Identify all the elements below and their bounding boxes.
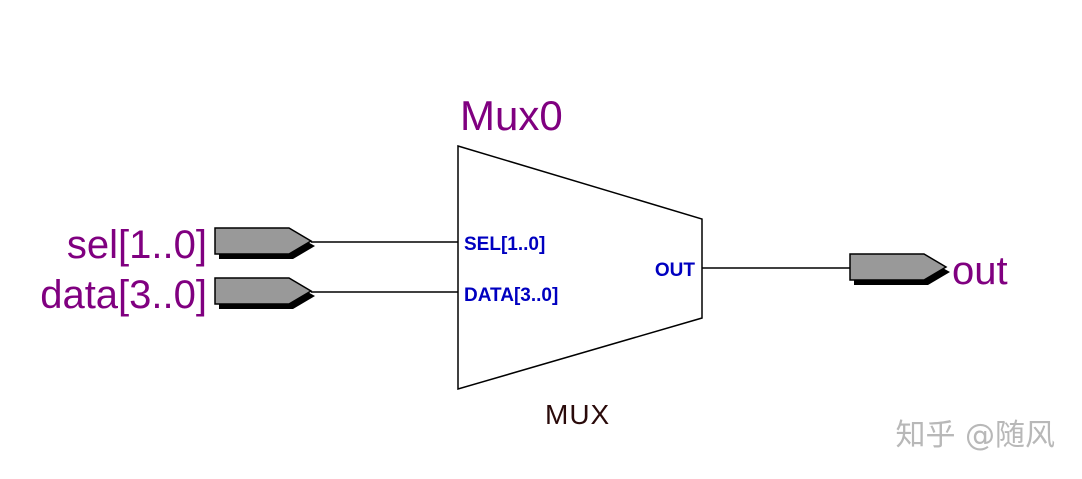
port-data: DATA[3..0] (464, 285, 558, 306)
block-type-label: MUX (545, 399, 610, 430)
input-pin-data[interactable] (214, 277, 315, 309)
watermark: 知乎 @随风 (895, 418, 1055, 453)
input-label-sel: sel[1..0] (67, 223, 207, 267)
input-pin-sel[interactable] (214, 227, 315, 259)
pin-body (214, 277, 313, 305)
instance-name: Mux0 (460, 92, 563, 139)
port-sel: SEL[1..0] (464, 234, 545, 255)
pin-body (214, 227, 313, 255)
mux-block[interactable] (457, 144, 703, 390)
output-pin-out[interactable] (849, 253, 950, 285)
port-out: OUT (655, 260, 696, 281)
output-label-out: out (952, 249, 1008, 293)
pin-body (849, 253, 948, 281)
input-label-data: data[3..0] (40, 273, 207, 317)
